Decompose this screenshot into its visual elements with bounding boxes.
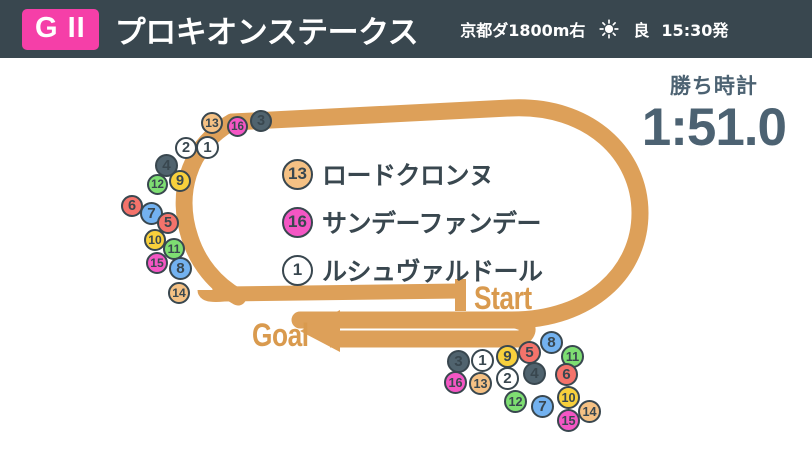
gate-marker-start: 2	[175, 137, 197, 159]
start-label: Start	[474, 280, 532, 316]
gate-badge: 13	[282, 158, 313, 190]
top-finishers-list: 13 ロードクロンヌ 16 サンデーファンデー 1 ルシュヴァルドール	[282, 150, 543, 294]
gate-marker-finish: 8	[540, 331, 563, 354]
finisher-row: 1 ルシュヴァルドール	[282, 246, 543, 294]
gate-marker-finish: 10	[557, 386, 580, 409]
gate-badge: 1	[282, 254, 313, 286]
grade-badge: G II	[22, 8, 99, 50]
gate-marker-start: 10	[144, 229, 166, 251]
gate-marker-start: 9	[169, 170, 191, 192]
gate-marker-finish: 14	[578, 400, 601, 423]
post-time: 15:30発	[661, 21, 729, 40]
winning-time-value: 1:51.0	[641, 98, 787, 157]
race-conditions: 京都ダ1800m右 良 15:30発	[460, 17, 728, 41]
gate-marker-finish: 5	[518, 341, 541, 364]
gate-badge: 16	[282, 206, 313, 238]
gate-marker-finish: 15	[557, 409, 580, 432]
gate-marker-start: 1	[196, 136, 219, 159]
sun-icon	[599, 19, 620, 39]
goal-arrow-curve	[504, 312, 536, 347]
gate-marker-start: 12	[147, 174, 168, 195]
gate-marker-finish: 12	[504, 390, 527, 413]
gate-marker-finish: 1	[471, 349, 494, 372]
winning-time-label: 勝ち時計	[669, 74, 758, 98]
gate-marker-start: 3	[250, 110, 272, 132]
goal-label: Goal	[252, 317, 309, 353]
winning-time-panel: 勝ち時計 1:51.0	[641, 70, 787, 157]
start-straight	[197, 283, 461, 302]
race-title: プロキオンステークス	[114, 14, 419, 51]
gate-marker-finish: 4	[523, 362, 546, 385]
horse-name: サンデーファンデー	[322, 209, 542, 238]
gate-marker-finish: 11	[561, 345, 584, 368]
horse-name: ロードクロンヌ	[322, 161, 494, 190]
start-tick	[455, 279, 466, 311]
track-outline	[223, 99, 649, 329]
gate-marker-start: 16	[227, 116, 248, 137]
course-distance: 京都ダ1800m右	[460, 21, 586, 40]
gate-marker-finish: 7	[531, 395, 554, 418]
finisher-row: 13 ロードクロンヌ	[282, 150, 543, 198]
gate-marker-finish: 6	[555, 363, 578, 386]
goal-arrow-head	[300, 310, 340, 352]
horse-name: ルシュヴァルドール	[322, 257, 543, 286]
gate-marker-start: 13	[201, 112, 223, 134]
gate-marker-start: 5	[157, 212, 179, 234]
finisher-row: 16 サンデーファンデー	[282, 198, 543, 246]
gate-marker-start: 15	[146, 252, 168, 274]
gate-marker-finish: 3	[447, 350, 470, 373]
gate-marker-start: 4	[155, 154, 178, 177]
gate-marker-finish: 13	[469, 372, 492, 395]
gate-marker-start: 14	[168, 282, 190, 304]
gate-marker-finish: 16	[444, 371, 467, 394]
race-header: G II プロキオンステークス 京都ダ1800m右 良 15:30発	[0, 0, 812, 58]
gate-marker-finish: 9	[496, 345, 519, 368]
gate-marker-finish: 2	[496, 367, 519, 390]
gate-marker-start: 8	[169, 257, 192, 280]
track-going: 良	[633, 21, 650, 40]
